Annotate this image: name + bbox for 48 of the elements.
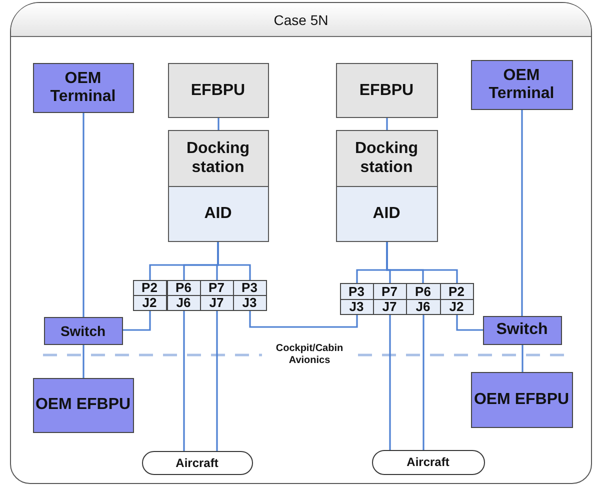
connector-line <box>122 310 150 330</box>
connector-line <box>248 310 358 328</box>
connector-line <box>82 344 84 378</box>
processor-box: EFBPU <box>336 62 438 118</box>
connector-pin-cell: P3 <box>232 280 266 296</box>
aid-box: AID <box>336 186 438 242</box>
switch-box: Switch <box>482 316 562 344</box>
connector-line <box>386 118 388 130</box>
aid-box: AID <box>168 186 268 242</box>
connector-jack-cell: J2 <box>440 298 474 314</box>
connector-line <box>386 242 458 282</box>
docking-station-box: Docking station <box>168 130 268 186</box>
connector-pin-cell: P3 <box>340 282 374 300</box>
connector-jack-cell: J2 <box>132 294 166 310</box>
connector-jack-cell: J3 <box>232 294 266 310</box>
processor-box: OEM EFBPU <box>32 378 134 432</box>
connector-line <box>388 314 390 450</box>
connector-line <box>182 310 184 450</box>
terminal-box: OEM Terminal <box>470 60 572 110</box>
connector-line <box>521 344 523 372</box>
switch-box: Switch <box>44 316 122 344</box>
connector-pin-cell: P6 <box>406 282 440 300</box>
connector-line <box>520 110 522 316</box>
connector-jack-cell: J7 <box>372 298 406 314</box>
connector-jack-cell: J3 <box>340 298 374 314</box>
connector-line <box>82 112 84 316</box>
connector-pin-cell: P6 <box>166 280 200 296</box>
frame-title: Case 5N <box>11 3 591 37</box>
connector-jack-cell: J7 <box>200 294 234 310</box>
connector-pin-cell: P7 <box>200 280 234 296</box>
processor-box: EFBPU <box>168 62 268 118</box>
connector-line <box>216 242 250 280</box>
connector-line <box>216 310 218 450</box>
connector-pin-cell: P7 <box>372 282 406 300</box>
case-frame <box>10 2 592 484</box>
connector-pin-cell: P2 <box>440 282 474 300</box>
aircraft-terminator: Aircraft <box>372 450 484 474</box>
connector-line <box>217 118 219 130</box>
docking-station-box: Docking station <box>336 130 438 186</box>
connector-line <box>422 314 424 450</box>
aircraft-terminator: Aircraft <box>142 450 252 474</box>
connector-line <box>456 314 482 330</box>
processor-box: OEM EFBPU <box>470 372 572 428</box>
zone-label: Cockpit/Cabin Avionics <box>274 342 344 366</box>
connector-pin-cell: P2 <box>132 280 166 296</box>
connector-jack-cell: J6 <box>166 294 200 310</box>
terminal-box: OEM Terminal <box>32 62 134 112</box>
connector-jack-cell: J6 <box>406 298 440 314</box>
